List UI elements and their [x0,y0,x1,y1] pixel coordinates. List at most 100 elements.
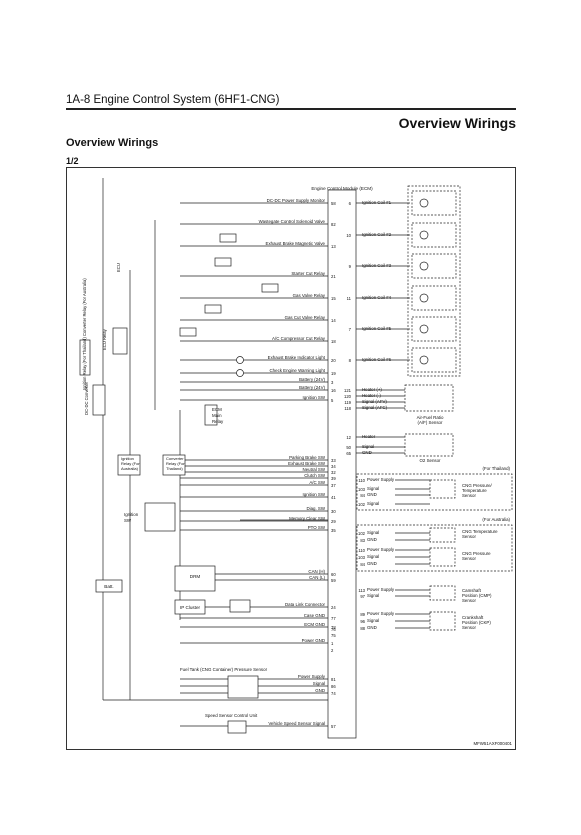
ignition-relay-box-label: Relay (For [121,461,140,466]
coil-label: Ignition Coil #3 [362,263,392,268]
speed-sensor-box [227,720,247,734]
cng-temp2-pin: 102 [358,531,366,536]
cmp-pin: 97 [360,594,365,599]
ecm-pin: 21 [331,274,336,279]
ecm-input-label: Diag. SW [306,506,325,511]
ip-cluster-label: IP Cluster [180,605,201,610]
cng-press-pin: 110 [358,548,365,553]
ip-cluster-box [174,599,206,615]
cng-press-label: Signal [367,554,379,559]
af-pin: 120 [344,394,352,399]
cng-temp2-sensor-box [429,527,456,543]
coil-pin: 10 [346,233,351,238]
ecm-input-label: Exhaust Brake SW [288,461,326,466]
coil-pin: 9 [349,264,352,269]
ecm-pin: 20 [331,358,336,363]
ecm-input-label: Battery (24V) [299,377,325,382]
ecm-pin: 33 [331,458,336,463]
ecm-pin: 35 [331,528,336,533]
ecm-pin: 18 [331,339,336,344]
cng-temp-label: Signal [367,501,379,506]
ecm-pin: 16 [331,388,336,393]
check-engine-lamp-icon [236,369,244,377]
ecm-pin: 41 [331,495,336,500]
ecm-pin: 15 [331,296,336,301]
ecm-pin: 13 [331,244,336,249]
cng-temp-sensor-name: Temperature [462,488,487,493]
ignition-relay-left-box [79,339,91,376]
header-rule [66,108,516,110]
ecm-input-label: DC-DC Power Supply Monitor [267,198,326,203]
gas-valve-relay-box [261,283,279,293]
af-label: Heater (+) [362,387,382,392]
dc-dc-converter-box [92,384,106,416]
o2-pin: 65 [346,451,351,456]
coil-label: Ignition Coil #4 [362,295,392,300]
ecm-pin: 74 [331,691,336,696]
cng-temp-pin: 84 [360,493,365,498]
o2-sensor-box [404,433,454,457]
cng-press-sensor-name: Sensor [462,556,476,561]
speed-sensor-label: Speed Sensor Control Unit [205,713,258,718]
ckp-label: Signal [367,618,379,623]
converter-relay-box-label: Converter [166,456,184,461]
ecm-pin: 1 [331,641,334,646]
cng-temp2-pin: 83 [360,538,365,543]
coil-icon [419,230,429,240]
converter-relay-box [162,454,186,476]
coil-label: Ignition Coil #6 [362,357,392,362]
af-pin: 121 [344,388,352,393]
ecm-input-label: Ignition SW [303,395,326,400]
ecm-pin: 58 [331,201,336,206]
ckp-sensor-box [429,611,456,631]
cng-temp-pin: 103 [358,487,366,492]
ecm-main-relay-box [204,404,218,426]
ecm-pin: 19 [331,371,336,376]
o2-label: Signal [362,444,374,449]
ignition-coil-box [411,316,457,342]
thailand-group-frame [356,473,513,511]
diagram-frame [66,167,516,750]
cmp-label: Power Supply [367,587,395,592]
ecm-input-label: Data Link Connector [285,602,326,607]
ignition-sw-label: SW [124,518,132,523]
converter-relay-box-label: Thailand) [166,466,183,471]
ecm-pin: 76 [331,627,336,632]
af-pin: 118 [344,406,351,411]
ecm-pin: 3 [331,380,334,385]
o2-label: Heater [362,434,376,439]
ecm-pin: 39 [331,476,336,481]
ckp-pin: 89 [360,612,365,617]
drm-box [174,565,216,592]
ecm-input-label: Exhaust Brake Indicator Light [268,355,326,360]
ecm-pin: 86 [331,684,336,689]
ignition-relay-vertical-label: Ignition Relay (For Thailand) Converter … [82,278,87,390]
cng-press-label: Power Supply [367,547,395,552]
ecm-pin: 57 [331,724,336,729]
ecm-box [327,189,357,739]
cmp-pin: 113 [358,588,365,593]
ecm-pin: 77 [331,616,336,621]
ignition-sw-label: Ignition [124,512,139,517]
cmp-sensor-name: Position (CMP) [462,593,492,598]
ecm-pin: 37 [331,483,336,488]
af-sensor-name: (A/F) Sensor [418,420,443,425]
coil-pin: 11 [347,296,352,301]
ignition-coil-box [411,190,457,216]
ecm-input-label: CAN (H) [308,569,325,574]
ecm-input-label: Exhaust Brake Magnetic Valve [266,241,326,246]
ecm-pin: 82 [331,222,336,227]
af-label: Signal (AFV) [362,399,387,404]
ecu-relay-box [112,327,128,355]
ac-relay-box [179,327,197,337]
ecm-pin: 59 [331,578,336,583]
ecm-pin: 29 [331,519,336,524]
cng-temp2-label: Signal [367,530,379,535]
coil-icon [419,293,429,303]
diagram-code: MFW51AXF000401 [473,741,512,746]
battery-label: Batt. [104,584,113,589]
cng-press-pin: 84 [360,562,365,567]
cng-press-sensor-box [429,547,456,567]
ecm-input-label: Power GND [302,638,325,643]
